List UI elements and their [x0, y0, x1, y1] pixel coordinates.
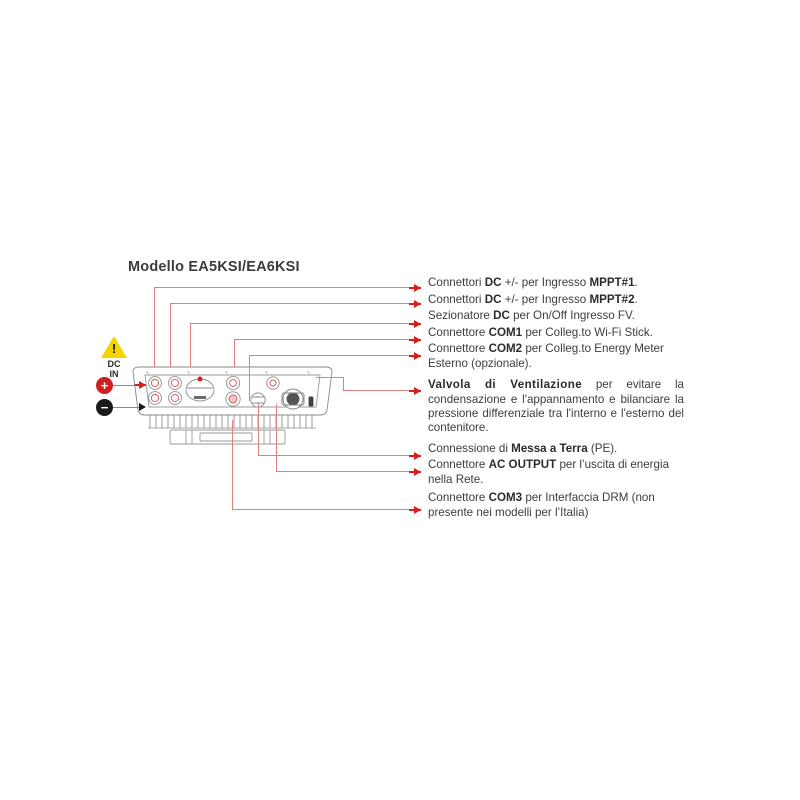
dc-in-label: DC IN — [107, 359, 121, 379]
callout-sezionatore-dc: Sezionatore DC per On/Off Ingresso FV. — [428, 309, 635, 323]
callout-messa-a-terra: Connessione di Messa a Terra (PE). — [428, 441, 618, 455]
leader-valvola-stub — [316, 377, 344, 379]
leader-valvola-horizontal — [343, 390, 415, 392]
arrowhead-mppt1 — [409, 283, 421, 292]
arrowhead-terra — [409, 451, 421, 460]
callout-valvola-ventilazione: Valvola di Ventilazione per evitare la c… — [428, 378, 684, 435]
leader-sezionatore-vertical — [190, 323, 192, 367]
warning-triangle-icon — [101, 336, 127, 358]
leader-mppt1-vertical — [154, 287, 156, 367]
leader-dc-negative — [113, 406, 141, 408]
leader-com2-vertical — [249, 355, 251, 401]
callout-com1: Connettore COM1 per Colleg.to Wi-Fi Stic… — [428, 325, 653, 339]
callout-ac-output: Connettore AC OUTPUT per l’uscita di ene… — [428, 458, 670, 486]
leader-com3-horizontal — [232, 509, 415, 511]
dc-positive-icon: + — [96, 377, 113, 394]
arrowhead-com1 — [409, 335, 421, 344]
leader-mppt1-horizontal — [154, 287, 415, 289]
leader-com1-horizontal — [234, 339, 415, 341]
leader-ac-output-vertical — [276, 404, 278, 472]
arrowhead-com3 — [409, 505, 421, 514]
leader-terra-horizontal — [258, 455, 415, 457]
callout-list: Connettori DC +/- per Ingresso MPPT#1. C… — [428, 276, 684, 522]
arrowhead-sezionatore — [409, 319, 421, 328]
leader-dc-positive — [113, 384, 141, 386]
leader-ac-output-horizontal — [276, 471, 415, 473]
arrowhead-valvola — [409, 386, 421, 395]
arrowhead-mppt2 — [409, 299, 421, 308]
leader-com2-horizontal — [249, 355, 415, 357]
leader-terra-vertical — [258, 404, 260, 456]
arrowhead-ac-output — [409, 467, 421, 476]
dc-negative-icon: − — [96, 399, 113, 416]
leader-com3-vertical — [232, 420, 234, 510]
arrowhead-dc-positive — [134, 381, 146, 389]
dc-in-warning-group: DC IN — [95, 336, 133, 379]
inverter-illustration — [130, 366, 335, 466]
leader-sezionatore-horizontal — [190, 323, 415, 325]
leader-mppt2-horizontal — [170, 303, 415, 305]
callout-mppt1: Connettori DC +/- per Ingresso MPPT#1. — [428, 276, 638, 289]
arrowhead-com2 — [409, 351, 421, 360]
leader-valvola-vertical — [343, 377, 345, 391]
leader-mppt2-vertical — [170, 303, 172, 367]
callout-com2: Connettore COM2 per Colleg.to Energy Met… — [428, 342, 664, 370]
callout-com3: Connettore COM3 per Interfaccia DRM (non… — [428, 491, 655, 519]
callout-mppt2: Connettori DC +/- per Ingresso MPPT#2. — [428, 292, 638, 306]
leader-com1-vertical — [234, 339, 236, 367]
page-title: Modello EA5KSI/EA6KSI — [128, 259, 300, 275]
arrowhead-dc-negative — [139, 403, 146, 411]
